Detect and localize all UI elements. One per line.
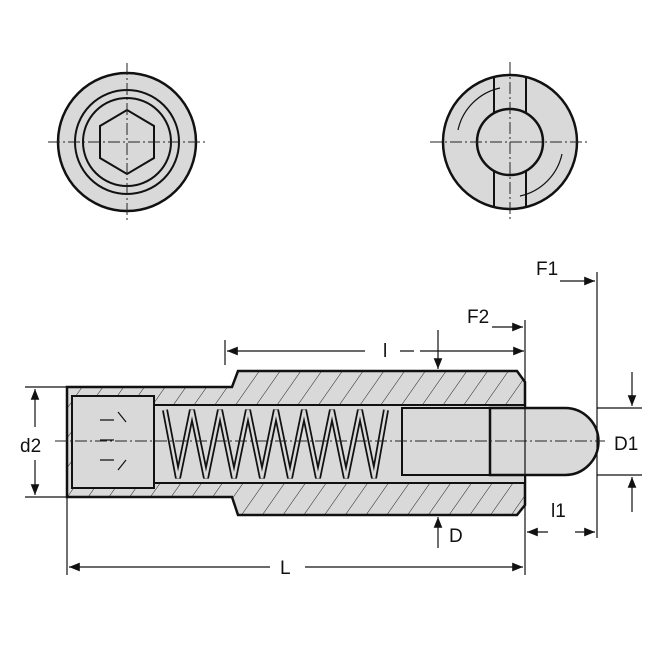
end-view-hex-socket: [48, 63, 206, 221]
side-section-view: [55, 369, 605, 517]
label-D1: D1: [614, 434, 638, 455]
label-F1: F1: [536, 259, 558, 280]
end-view-plunger: [430, 62, 590, 222]
dimensions: [25, 272, 642, 575]
label-d2: d2: [20, 436, 41, 457]
label-F2: F2: [467, 307, 489, 328]
label-l: l: [383, 341, 387, 362]
label-D: D: [449, 526, 463, 547]
label-L: L: [280, 558, 291, 579]
label-l1: l1: [551, 501, 566, 522]
